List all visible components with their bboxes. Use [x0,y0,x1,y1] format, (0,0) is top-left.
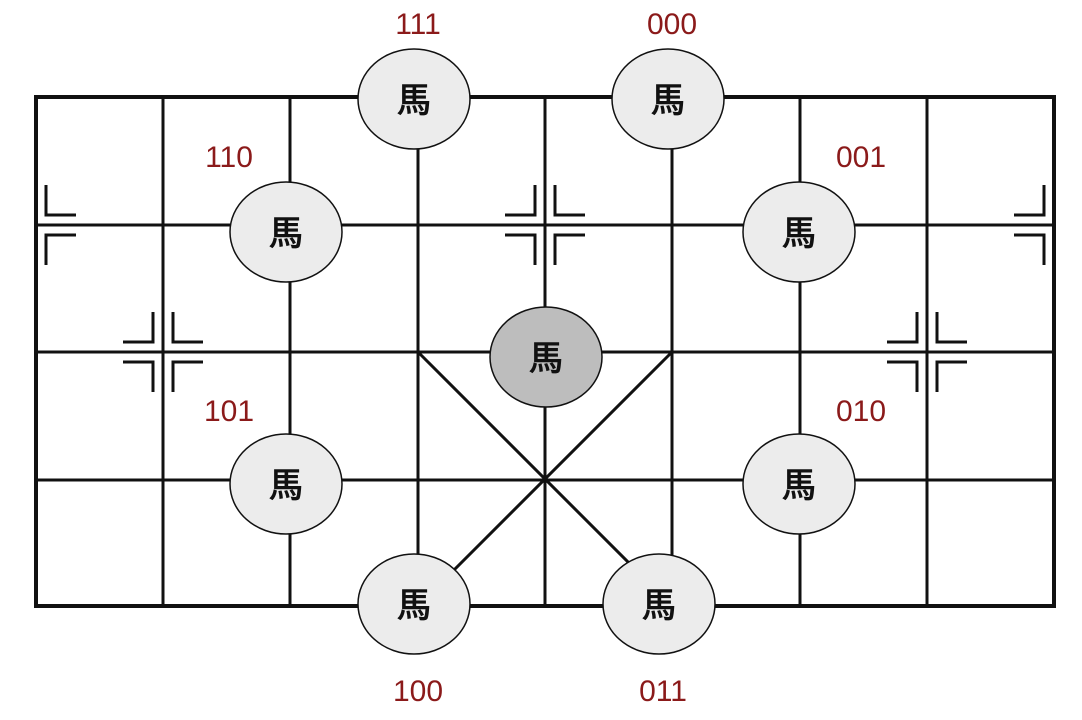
label-top-left: 111 [395,8,441,41]
position-marker [935,360,967,392]
position-marker [44,185,76,217]
position-marker [887,360,919,392]
piece-char: 馬 [269,466,303,506]
position-marker [1014,185,1046,217]
label-lower-left: 101 [203,395,255,428]
position-marker [553,233,585,265]
position-markers [44,185,1046,392]
label-upper-right: 001 [835,141,887,174]
position-marker [44,233,76,265]
position-marker [935,312,967,344]
horse-piece-010: 馬 [742,433,856,535]
piece-char: 馬 [529,339,563,379]
label-top-right: 000 [646,8,698,41]
piece-char: 馬 [782,214,816,254]
label-lower-right: 010 [835,395,887,428]
position-marker [123,360,155,392]
piece-char: 馬 [397,586,431,626]
position-marker [171,360,203,392]
piece-char: 馬 [642,586,676,626]
label-bottom-right: 011 [639,675,687,708]
label-upper-left: 110 [205,141,253,174]
horse-piece-111: 馬 [357,48,471,150]
horse-piece-101: 馬 [229,433,343,535]
position-marker [505,233,537,265]
position-marker [553,185,585,217]
label-bottom-left: 100 [392,675,444,708]
palace-diagonal [416,350,674,608]
horse-piece-011: 馬 [602,553,716,655]
piece-char: 馬 [782,466,816,506]
horse-piece-110: 馬 [229,181,343,283]
piece-char: 馬 [397,81,431,121]
horse-piece-center: 馬 [489,306,603,408]
position-marker [171,312,203,344]
pieces: 馬 馬 馬 馬 馬 馬 馬 馬 [229,48,856,655]
piece-char: 馬 [269,214,303,254]
horse-piece-100: 馬 [357,553,471,655]
horse-piece-001: 馬 [742,181,856,283]
horse-piece-000: 馬 [611,48,725,150]
position-marker [123,312,155,344]
position-marker [887,312,919,344]
piece-char: 馬 [651,81,685,121]
position-marker [1014,233,1046,265]
position-marker [505,185,537,217]
